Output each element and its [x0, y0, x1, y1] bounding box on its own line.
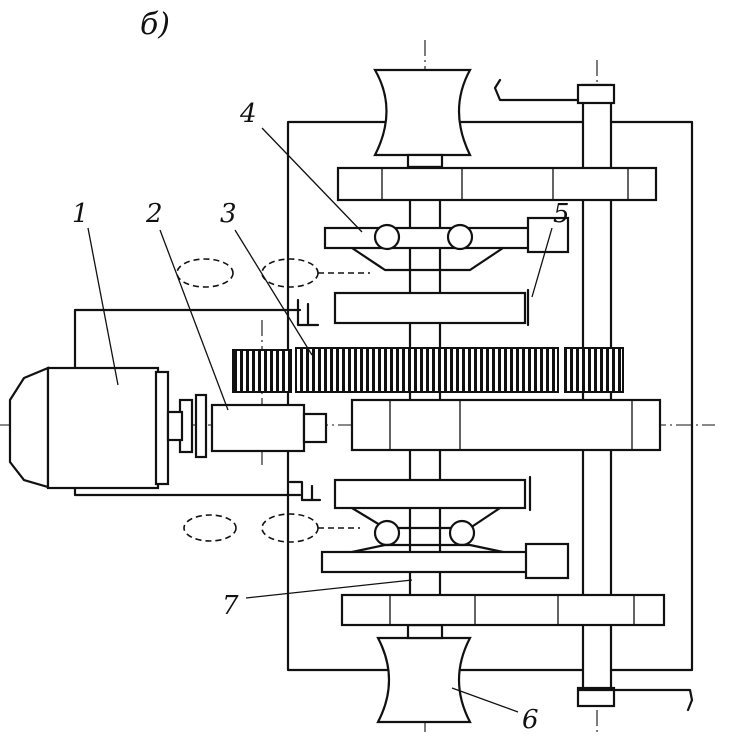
top-drum-hub — [406, 153, 444, 169]
leader-3 — [234, 229, 313, 356]
motor-body — [46, 366, 160, 490]
upper-clutch-cone — [350, 246, 505, 272]
lower-chain-link-1 — [183, 514, 237, 542]
upper-chain-link-1 — [176, 258, 234, 288]
label-6: 6 — [522, 705, 539, 735]
lower-clutch-plate — [320, 550, 534, 574]
bottom-drum-hub — [406, 623, 444, 640]
lower-chain-link-2 — [261, 513, 319, 543]
leader-5 — [531, 227, 553, 298]
upper-clutch-plate — [323, 226, 537, 250]
lower-roller-right — [448, 519, 476, 547]
lower-roller-left — [373, 519, 401, 547]
central-gear-block — [350, 398, 662, 452]
figure-caption: б) — [140, 7, 170, 42]
leader-7 — [245, 579, 413, 599]
leader-6 — [451, 687, 519, 713]
upper-clutch-fork — [526, 216, 570, 254]
label-1: 1 — [72, 199, 89, 229]
top-drum — [373, 68, 472, 157]
label-4: 4 — [239, 99, 257, 129]
upper-brake-lever — [296, 298, 320, 327]
left-small-gear — [232, 349, 292, 393]
leader-2 — [159, 229, 229, 411]
housing-frame — [286, 120, 694, 672]
label-2: 2 — [145, 199, 163, 229]
big-gear — [295, 347, 559, 393]
label-7: 7 — [222, 591, 239, 621]
motor-end-cap — [8, 366, 50, 489]
bottom-drum — [376, 636, 472, 724]
side-shaft-bottom-cap — [576, 686, 616, 708]
upper-chain-link-2 — [261, 258, 319, 288]
motor-connection-upper — [73, 308, 302, 370]
coupling-sleeve — [210, 403, 306, 453]
lower-brake-lever — [288, 480, 322, 502]
coupling-tip — [302, 412, 328, 444]
bottom-handle — [576, 688, 694, 712]
side-shaft-top-cap — [576, 83, 616, 105]
upper-roller-right — [446, 223, 474, 251]
leader-1 — [87, 227, 119, 386]
lower-clutch-cone-top — [350, 506, 502, 530]
upper-friction-disc — [333, 291, 527, 325]
lower-gear-block — [340, 593, 666, 627]
lower-clutch-cone-bottom — [350, 543, 505, 554]
upper-roller-left — [373, 223, 401, 251]
label-5: 5 — [553, 199, 570, 229]
leader-4 — [261, 127, 363, 233]
right-small-gear — [564, 347, 624, 393]
coupling-right-flange — [194, 393, 208, 459]
lower-friction-disc — [333, 478, 527, 510]
top-handle — [493, 78, 580, 102]
motor-end-flange — [154, 370, 170, 486]
lower-clutch-fork — [524, 542, 570, 580]
coupling-shaft — [166, 410, 184, 442]
label-3: 3 — [220, 199, 237, 229]
upper-gear-block — [336, 166, 658, 202]
